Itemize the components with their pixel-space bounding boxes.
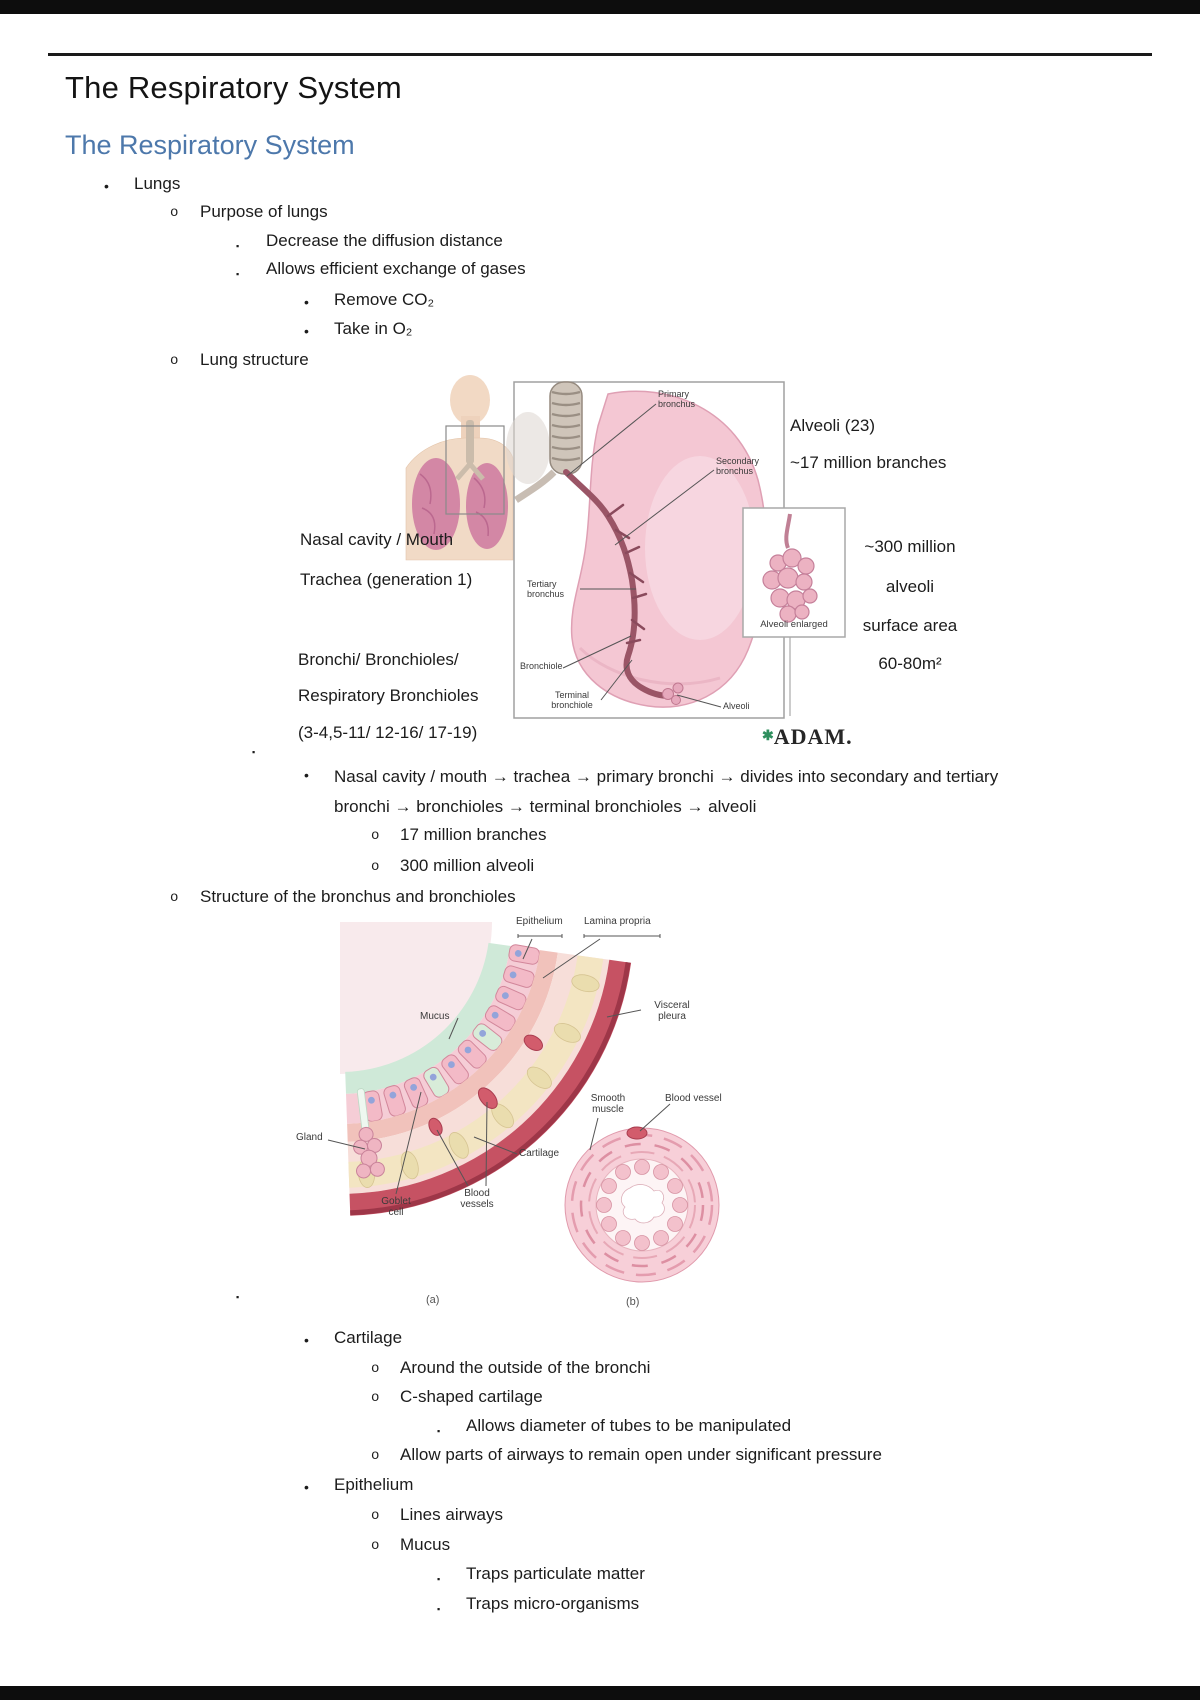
bullet-marker: o [371, 1390, 380, 1406]
bullet-marker: • [304, 767, 309, 783]
panel-a-label: (a) [426, 1294, 440, 1306]
outline-item-text: Lungs [134, 174, 181, 193]
outline-item-text: Structure of the bronchus and bronchiole… [200, 887, 516, 906]
annotation-trachea: Trachea (generation 1) [300, 570, 473, 589]
bronchus-wall-drawing [340, 922, 632, 1216]
bullet-marker: ▪ [236, 269, 240, 279]
figure2-leader-lines [327, 934, 671, 1195]
bullet-marker: • [304, 1332, 309, 1348]
outline-item-text: Allow parts of airways to remain open un… [400, 1445, 882, 1464]
label-secondary-bronchus: Secondary bronchus [716, 456, 760, 476]
bottom-border-bar [0, 1686, 1200, 1700]
page-title: The Respiratory System [65, 70, 402, 105]
cartilage-blobs [357, 974, 600, 1188]
gland-drawing [353, 1088, 385, 1179]
bullet-marker: ▪ [236, 1292, 240, 1302]
label-blood-vessels: Blood vessels [460, 1188, 494, 1210]
label-alveoli: Alveoli [723, 701, 750, 711]
label-visceral-pleura: Visceral pleura [654, 1000, 690, 1022]
bullet-marker: • [304, 294, 309, 310]
bullet-marker: o [371, 1508, 380, 1524]
panel-b-label: (b) [626, 1296, 640, 1308]
adam-logo: ✱ADAM. [762, 724, 853, 750]
outline-item-text: 300 million alveoli [400, 856, 535, 875]
annotation-alveoli-count: alveoli [885, 577, 935, 596]
label-lamina-propria: Lamina propria [584, 916, 651, 927]
leader-lines [562, 403, 791, 716]
outline-item-text: Around the outside of the bronchi [400, 1358, 651, 1377]
bronchial-tree-drawing [563, 469, 684, 705]
bullet-marker: • [104, 178, 109, 194]
bullet-marker: o [371, 1448, 380, 1464]
outline-item-text: Nasal cavity / mouth → trachea → primary… [334, 767, 999, 816]
outline-item-text: Lung structure [200, 350, 309, 369]
bullet-marker: o [371, 859, 380, 875]
trachea-drawing [514, 381, 583, 503]
label-blood-vessel: Blood vessel [665, 1093, 722, 1104]
title-rule [48, 53, 1152, 56]
annotation-bronchi: Bronchi/ Bronchioles/ [298, 650, 459, 669]
blood-vessel-blobs [428, 1034, 544, 1136]
label-bronchiole: Bronchiole [520, 661, 563, 671]
annotation-respiratory-bronchioles: Respiratory Bronchioles [298, 686, 479, 705]
bullet-marker: ▪ [252, 747, 256, 757]
label-goblet-cell: Goblet cell [381, 1196, 411, 1218]
outline-item-text: Take in O₂ [334, 319, 413, 338]
section-title: The Respiratory System [65, 130, 355, 160]
outline-item-text: Traps micro-organisms [466, 1594, 640, 1613]
top-border-bar [0, 0, 1200, 14]
bullet-marker: • [304, 1479, 309, 1495]
outline-item-text: 17 million branches [400, 825, 547, 844]
label-primary-bronchus: Primary bronchus [658, 389, 696, 409]
annotation-300-million: ~300 million [864, 537, 956, 556]
bullet-marker: ▪ [437, 1604, 441, 1614]
label-gland: Gland [296, 1132, 323, 1143]
label-smooth-muscle: Smooth muscle [590, 1093, 626, 1115]
annotation-alveoli-23: Alveoli (23) [790, 416, 876, 435]
bronchiole-ring-drawing [564, 1126, 720, 1283]
outline-item-text: Mucus [400, 1535, 451, 1554]
outline-item-text: Remove CO₂ [334, 290, 435, 309]
bullet-marker: o [170, 205, 179, 221]
torso-zoom-outline [445, 425, 505, 515]
annotation-generations: (3-4,5-11/ 12-16/ 17-19) [298, 723, 478, 742]
annotation-60-80m2: 60-80m² [878, 654, 942, 673]
bullet-marker: o [371, 1361, 380, 1377]
outline-item-text: Purpose of lungs [200, 202, 328, 221]
outline-item-text: Epithelium [334, 1475, 414, 1494]
bullet-marker: ▪ [437, 1426, 441, 1436]
outline-item-text: Decrease the diffusion distance [266, 231, 503, 250]
bullet-marker: o [170, 353, 179, 369]
bullet-marker: • [304, 323, 309, 339]
outline-item-text: Allows diameter of tubes to be manipulat… [466, 1416, 792, 1435]
label-tertiary-bronchus: Tertiary bronchus [527, 579, 565, 599]
adam-logo-star-icon: ✱ [762, 729, 774, 744]
lung-anatomy-diagram [405, 375, 846, 719]
annotation-nasal-cavity: Nasal cavity / Mouth [300, 530, 454, 549]
bullet-marker: ▪ [236, 241, 240, 251]
adam-logo-text: ADAM. [773, 724, 853, 749]
alveoli-inset-box [742, 507, 846, 638]
epithelial-cells [362, 944, 540, 1122]
annotation-surface-area: surface area [862, 616, 958, 635]
label-epithelium: Epithelium [516, 916, 563, 927]
ring-epithelium-bumps [596, 1159, 688, 1251]
bronchus-cross-section-diagram [327, 922, 720, 1283]
bullet-marker: ▪ [437, 1574, 441, 1584]
bullet-marker: o [170, 890, 179, 906]
outline-item-text: Traps particulate matter [466, 1564, 645, 1583]
outline-item-text: Allows efficient exchange of gases [266, 259, 526, 278]
outline-item-text: Lines airways [400, 1505, 503, 1524]
bullet-marker: o [371, 1538, 380, 1554]
label-terminal-bronchiole: Terminal bronchiole [551, 690, 593, 710]
bullet-marker: o [371, 828, 380, 844]
torso-illustration [405, 375, 514, 561]
annotation-17-million-branches: ~17 million branches [790, 453, 947, 472]
outline-item-text: C-shaped cartilage [400, 1387, 543, 1406]
label-alveoli-enlarged: Alveoli enlarged [760, 619, 828, 630]
label-cartilage: Cartilage [519, 1148, 560, 1159]
outline-item-text: Cartilage [334, 1328, 403, 1347]
label-mucus: Mucus [420, 1011, 450, 1022]
